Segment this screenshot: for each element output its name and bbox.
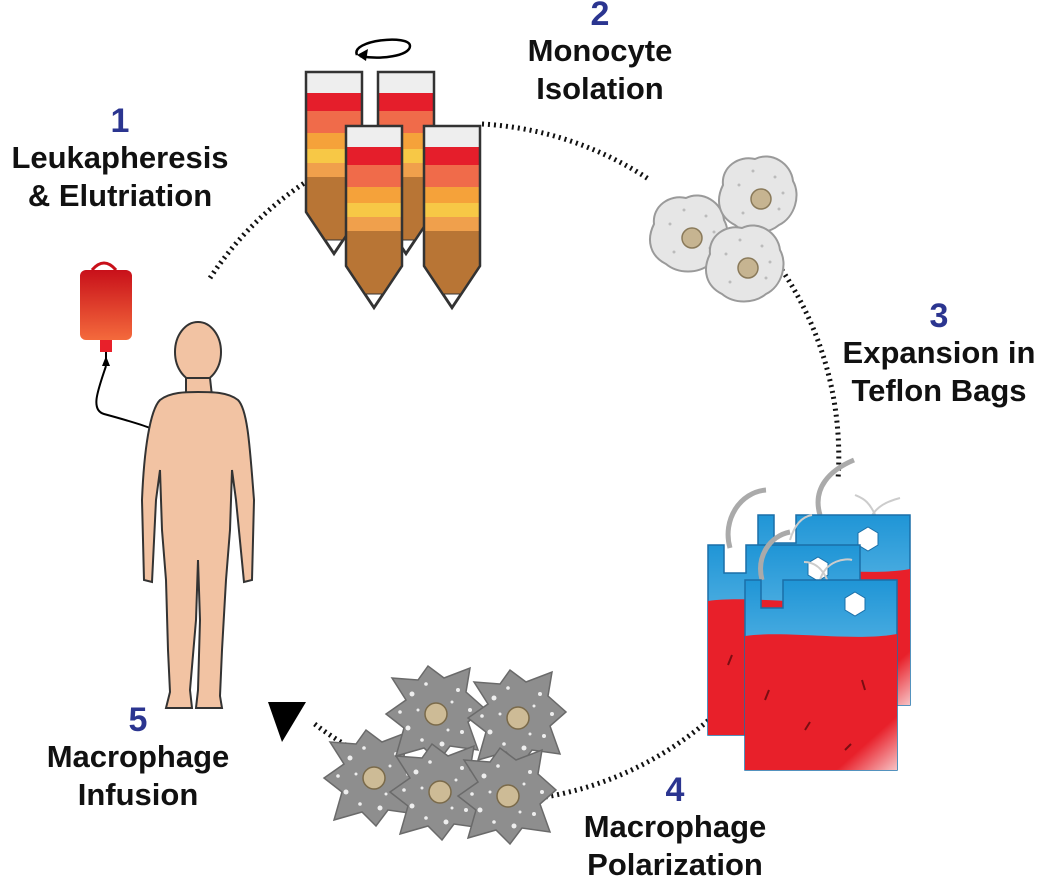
step-label-line1: Expansion in xyxy=(842,335,1036,370)
step-label-line2: Infusion xyxy=(77,777,199,812)
step-number: 1 xyxy=(110,102,130,140)
step-label-line1: Monocyte xyxy=(527,33,673,68)
blood-bag-icon xyxy=(80,261,151,429)
step-3-expansion: 3 Expansion in Teflon Bags xyxy=(828,298,1050,410)
centrifuge-tube-icon xyxy=(304,70,482,310)
step-4-polarization: 4 Macrophage Polarization xyxy=(560,772,790,884)
teflon-bag-icon xyxy=(707,457,911,771)
step-label-line1: Leukapheresis xyxy=(11,140,229,175)
rotation-arrow-icon xyxy=(355,38,412,59)
monocyte-cell-icon xyxy=(649,155,798,303)
step-5-infusion: 5 Macrophage Infusion xyxy=(28,702,248,814)
step-label-line2: Isolation xyxy=(536,71,664,106)
step-number: 4 xyxy=(665,771,685,809)
step-label-line2: & Elutriation xyxy=(27,178,213,213)
cycle-arrowhead-icon xyxy=(268,702,306,742)
step-1-leukapheresis: 1 Leukapheresis & Elutriation xyxy=(0,103,240,215)
step-label-line1: Macrophage xyxy=(46,739,230,774)
step-label-line2: Polarization xyxy=(587,847,763,882)
step-number: 5 xyxy=(128,701,148,739)
macrophage-cell-icon xyxy=(323,665,567,845)
step-label-line1: Macrophage xyxy=(583,809,767,844)
step-number: 3 xyxy=(929,297,949,335)
step-number: 2 xyxy=(590,0,610,33)
human-figure-icon xyxy=(140,321,256,709)
step-2-monocyte-isolation: 2 Monocyte Isolation xyxy=(500,0,700,108)
step-label-line2: Teflon Bags xyxy=(851,373,1027,408)
